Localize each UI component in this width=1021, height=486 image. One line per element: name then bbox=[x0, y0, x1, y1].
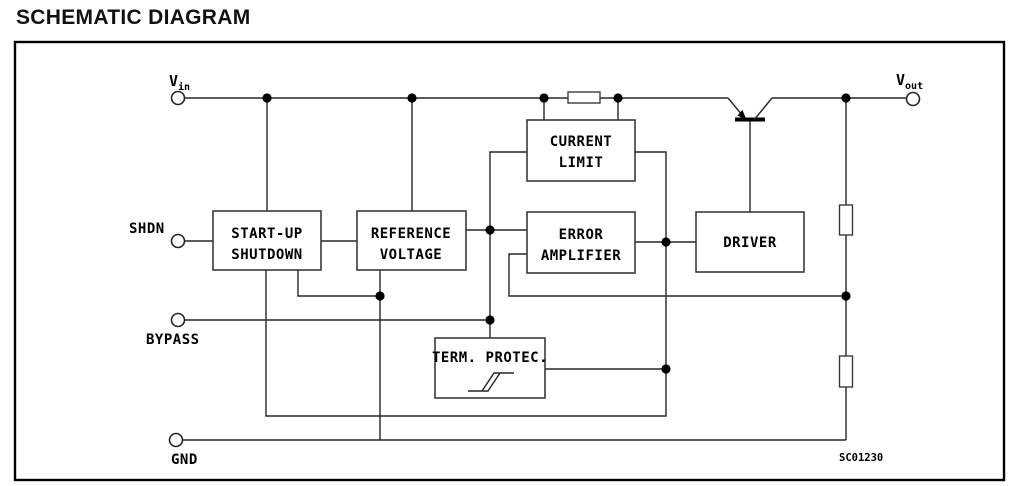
block-box bbox=[695, 211, 805, 273]
junction-dot bbox=[539, 93, 549, 103]
bypass-label: BYPASS bbox=[146, 332, 200, 348]
block-box bbox=[212, 210, 322, 271]
terminal-vout: Vout bbox=[896, 71, 923, 107]
wires bbox=[183, 97, 906, 441]
divider-resistor-bottom bbox=[838, 355, 854, 388]
shdn-terminal-circle bbox=[170, 233, 186, 249]
gnd-label: GND bbox=[171, 452, 198, 468]
block-label: VOLTAGE bbox=[380, 247, 443, 263]
terminal-gnd: GND bbox=[168, 432, 198, 468]
junction-dot bbox=[375, 291, 385, 301]
block-label: DRIVER bbox=[723, 235, 777, 251]
junction-dot bbox=[485, 225, 495, 235]
block-current-limit: CURRENT LIMIT bbox=[526, 119, 636, 182]
wire-current-limit-left-link bbox=[489, 151, 527, 338]
junction-dot bbox=[485, 315, 495, 325]
diagram-border bbox=[13, 40, 1006, 482]
wire-current-limit-right-link bbox=[265, 151, 667, 417]
junction-dot bbox=[613, 93, 623, 103]
block-reference-voltage: REFERENCE VOLTAGE bbox=[356, 210, 467, 271]
bypass-terminal-circle bbox=[170, 312, 186, 328]
block-label: LIMIT bbox=[559, 155, 604, 171]
pass-transistor bbox=[727, 97, 773, 122]
block-label: AMPLIFIER bbox=[541, 248, 621, 264]
page-title: SCHEMATIC DIAGRAM bbox=[16, 6, 251, 29]
figure-code: SC01230 bbox=[839, 452, 883, 464]
vout-label: Vout bbox=[896, 71, 923, 92]
block-error-amplifier: ERROR AMPLIFIER bbox=[526, 211, 636, 274]
junction-dots bbox=[262, 93, 851, 374]
block-label: ERROR bbox=[559, 227, 604, 243]
transistor-base-bar bbox=[735, 117, 765, 122]
junction-dot bbox=[661, 364, 671, 374]
series-resistor bbox=[567, 91, 601, 104]
junction-dot bbox=[661, 237, 671, 247]
block-label: START-UP bbox=[231, 226, 302, 242]
block-startup-shutdown: START-UP SHUTDOWN bbox=[212, 210, 322, 271]
vout-terminal-circle bbox=[905, 91, 921, 107]
block-box bbox=[526, 119, 636, 182]
junction-dot bbox=[841, 93, 851, 103]
hysteresis-icon bbox=[468, 372, 514, 392]
block-label: REFERENCE bbox=[371, 226, 451, 242]
block-box bbox=[526, 211, 636, 274]
junction-dot bbox=[407, 93, 417, 103]
terminal-bypass: BYPASS bbox=[146, 312, 200, 348]
block-label: CURRENT bbox=[550, 134, 613, 150]
block-driver: DRIVER bbox=[695, 211, 805, 273]
wire-feedback bbox=[508, 253, 846, 297]
terminal-vin: Vin bbox=[169, 72, 190, 106]
divider-resistor-top bbox=[838, 204, 854, 236]
vin-terminal-circle bbox=[170, 90, 186, 106]
transistor-collector bbox=[753, 97, 773, 121]
block-thermal-protection: TERM. PROTEC. bbox=[432, 337, 548, 399]
shdn-label: SHDN bbox=[129, 221, 165, 237]
block-box bbox=[356, 210, 467, 271]
block-label: SHUTDOWN bbox=[231, 247, 302, 263]
terminal-shdn: SHDN bbox=[129, 221, 186, 249]
junction-dot bbox=[262, 93, 272, 103]
vin-label: Vin bbox=[169, 72, 190, 93]
junction-dot bbox=[841, 291, 851, 301]
wire-startup-bottom-link bbox=[297, 270, 380, 297]
gnd-terminal-circle bbox=[168, 432, 184, 448]
block-label: TERM. PROTEC. bbox=[432, 350, 548, 366]
